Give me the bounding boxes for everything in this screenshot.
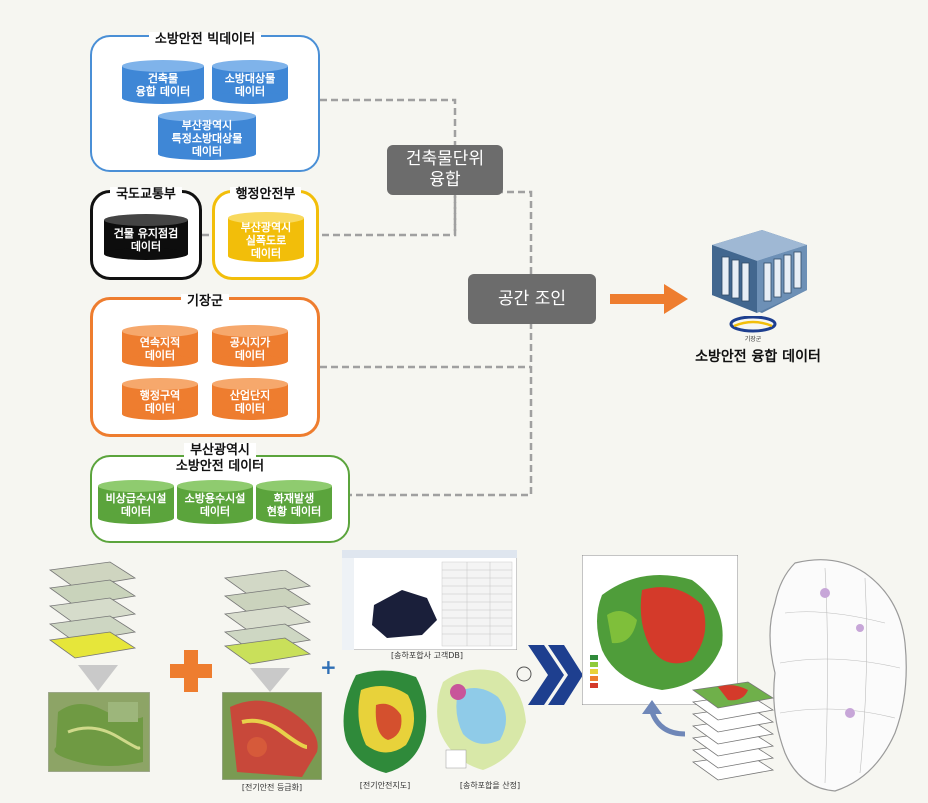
arrow-right-icon — [610, 284, 688, 314]
server-rack-icon — [712, 230, 807, 313]
down-triangle-icon — [250, 668, 290, 692]
caption-safety-map: [전기안전지도] — [359, 781, 411, 790]
database-screenshot — [342, 550, 517, 650]
panel-title: 기장군 — [93, 290, 317, 309]
panel-title: 국도교통부 — [93, 183, 199, 202]
gijang-logo-icon — [729, 316, 777, 333]
map-korea — [769, 559, 907, 792]
map-calculation — [437, 666, 532, 770]
logo-text: 기장군 — [744, 336, 762, 343]
layer-stack-result — [691, 681, 775, 781]
process-spatial-join: 공간 조인 — [468, 274, 596, 324]
layer-stack-middle — [223, 570, 312, 665]
curved-arrow-icon — [642, 700, 686, 737]
panel-title: 행정안전부 — [215, 183, 316, 202]
caption-db-grade: [송하포합사 고객DB] — [391, 651, 463, 660]
plus-icon-blue: + — [320, 655, 337, 679]
map-final-result — [582, 555, 738, 705]
chevron-right-icon — [528, 645, 583, 705]
down-triangle-icon — [78, 665, 118, 691]
result-label: 소방안전 융합 데이터 — [695, 349, 821, 365]
map-electric-safety — [343, 670, 427, 773]
plus-icon-orange — [170, 650, 212, 692]
panel-title: 소방안전 빅데이터 — [92, 28, 318, 47]
map-thumbnail-grade — [222, 692, 322, 780]
map-thumbnail-left — [48, 692, 150, 772]
caption-safety-grade: [전기안전 등급화] — [241, 783, 303, 792]
layer-stack-left — [48, 561, 137, 659]
caption-calc: [송하포합을 산정] — [459, 781, 521, 790]
